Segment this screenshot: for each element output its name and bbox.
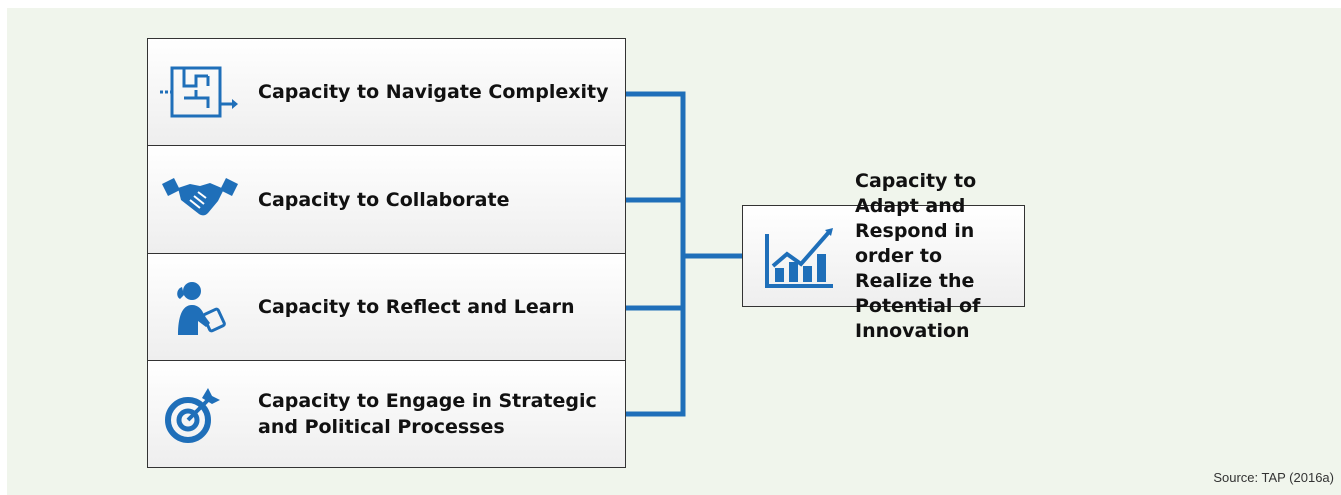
person-writing-icon bbox=[160, 277, 240, 337]
handshake-icon bbox=[160, 170, 240, 230]
capacity-label: Capacity to Engage in Strategic and Poli… bbox=[258, 390, 597, 438]
capacity-item-navigate-complexity: Capacity to Navigate Complexity bbox=[148, 39, 625, 146]
capacity-label: Capacity to Navigate Complexity bbox=[258, 81, 609, 103]
maze-icon bbox=[160, 62, 240, 122]
source-note: Source: TAP (2016a) bbox=[1213, 470, 1334, 485]
result-box: Capacity to Adapt and Respond in order t… bbox=[742, 170, 1025, 342]
capacity-item-collaborate: Capacity to Collaborate bbox=[148, 146, 625, 254]
target-icon bbox=[160, 384, 240, 444]
capacity-item-reflect-learn: Capacity to Reflect and Learn bbox=[148, 254, 625, 361]
growth-chart-icon bbox=[765, 224, 835, 288]
capacity-label: Capacity to Reflect and Learn bbox=[258, 296, 575, 318]
capacity-list: Capacity to Navigate Complexity Capacity… bbox=[147, 38, 626, 468]
result-label: Capacity to Adapt and Respond in order t… bbox=[855, 169, 981, 342]
capacity-label: Capacity to Collaborate bbox=[258, 188, 510, 211]
capacity-item-engage-strategic: Capacity to Engage in Strategic and Poli… bbox=[148, 361, 625, 467]
